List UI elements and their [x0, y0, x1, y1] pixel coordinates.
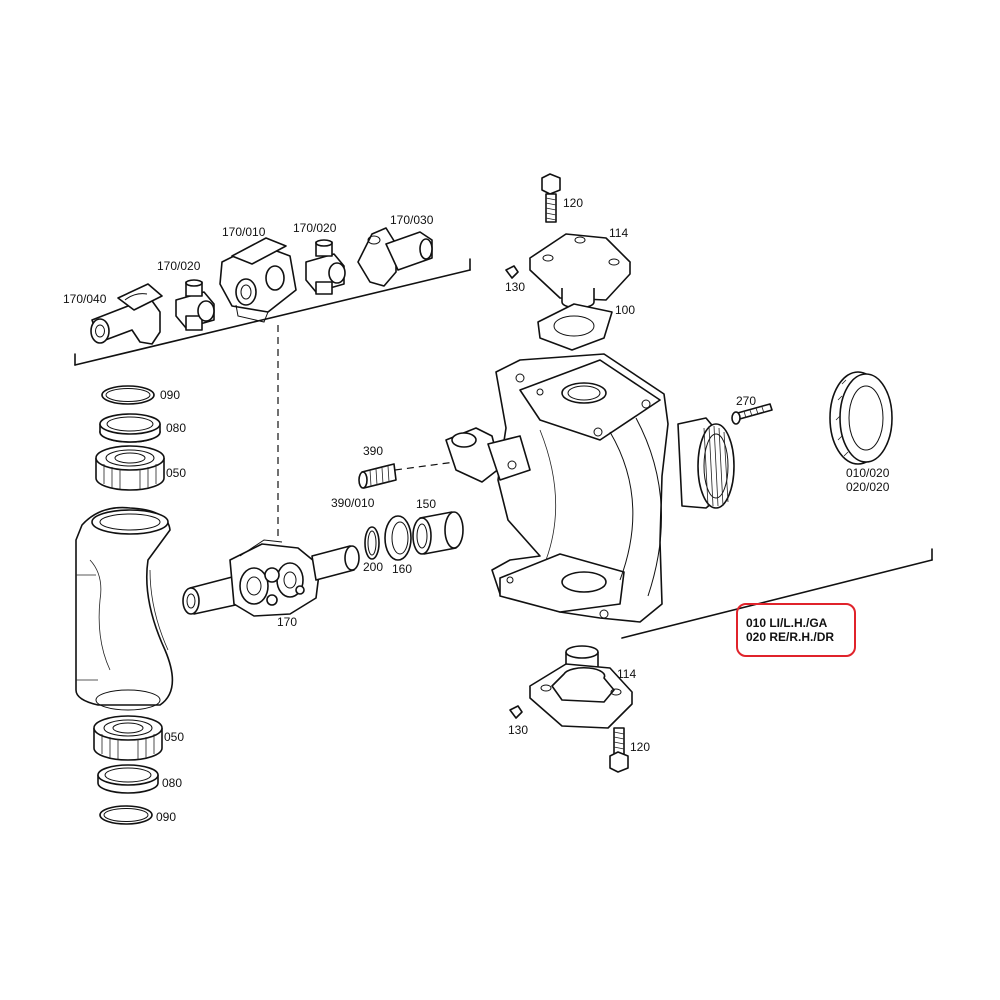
label-050-top: 050: [166, 466, 186, 480]
gasket-100: [537, 303, 613, 351]
ring-200: [364, 526, 380, 560]
label-390: 390: [363, 444, 383, 458]
nipple-130-top: [505, 265, 519, 279]
label-170-040: 170/040: [63, 292, 107, 306]
label-120-top: 120: [563, 196, 583, 210]
variant-box: 010 LI/L.H./GA 020 RE/R.H./DR: [736, 603, 856, 657]
yoke-170-030: [357, 227, 433, 287]
screw-270: [731, 403, 773, 425]
label-270: 270: [736, 394, 756, 408]
yoke-170-040: [90, 283, 163, 345]
label-130-bottom: 130: [508, 723, 528, 737]
label-080-top: 080: [166, 421, 186, 435]
label-100: 100: [615, 303, 635, 317]
upper-left-baseline: [74, 258, 471, 366]
ring-090-bottom: [99, 805, 153, 825]
variant-line-1: 010 LI/L.H./GA: [746, 616, 828, 630]
steering-knuckle-main: [445, 353, 669, 623]
grease-nipple-390: [358, 463, 397, 489]
label-170-030: 170/030: [390, 213, 434, 227]
label-020-020: 020/020: [846, 480, 890, 494]
label-080-bottom: 080: [162, 776, 182, 790]
label-170-010: 170/010: [222, 225, 266, 239]
seal-160: [384, 515, 412, 561]
ring-090-top: [101, 385, 155, 405]
nut-ring-010-020: [829, 371, 893, 465]
nipple-130-bottom: [509, 705, 523, 719]
cap-114-bottom: [529, 645, 633, 729]
drive-shaft-170: [182, 539, 360, 617]
label-170-020-b: 170/020: [293, 221, 337, 235]
cross-170-020-b: [305, 239, 346, 295]
bolt-axis-dashed-line: [394, 461, 456, 471]
label-010-020: 010/020: [846, 466, 890, 480]
label-150: 150: [416, 497, 436, 511]
center-housing-170-010: [219, 237, 297, 323]
label-114-top: 114: [609, 226, 628, 240]
bolt-120-bottom: [609, 727, 629, 773]
cross-170-020-a: [175, 279, 215, 331]
cap-114-top: [529, 233, 631, 309]
bearing-050-bottom: [93, 715, 163, 761]
label-170-020-a: 170/020: [157, 259, 201, 273]
variant-line-2: 020 RE/R.H./DR: [746, 630, 834, 644]
label-114-bottom: 114: [617, 667, 636, 681]
label-200: 200: [363, 560, 383, 574]
label-160: 160: [392, 562, 412, 576]
label-090-bottom: 090: [156, 810, 176, 824]
label-090-top: 090: [160, 388, 180, 402]
label-120-bottom: 120: [630, 740, 650, 754]
label-050-bottom: 050: [164, 730, 184, 744]
right-baseline: [621, 548, 933, 639]
bolt-120-top: [541, 173, 561, 223]
label-130-top: 130: [505, 280, 525, 294]
label-170: 170: [277, 615, 297, 629]
ring-080-bottom: [97, 764, 159, 794]
ring-080-top: [99, 413, 161, 443]
label-390-010: 390/010: [331, 496, 375, 510]
hub-spline-flange: [677, 417, 735, 509]
bearing-050-top: [95, 445, 165, 491]
variant-highlight-frame: [736, 603, 856, 657]
bushing-150: [412, 511, 464, 555]
axle-housing: [75, 506, 174, 711]
